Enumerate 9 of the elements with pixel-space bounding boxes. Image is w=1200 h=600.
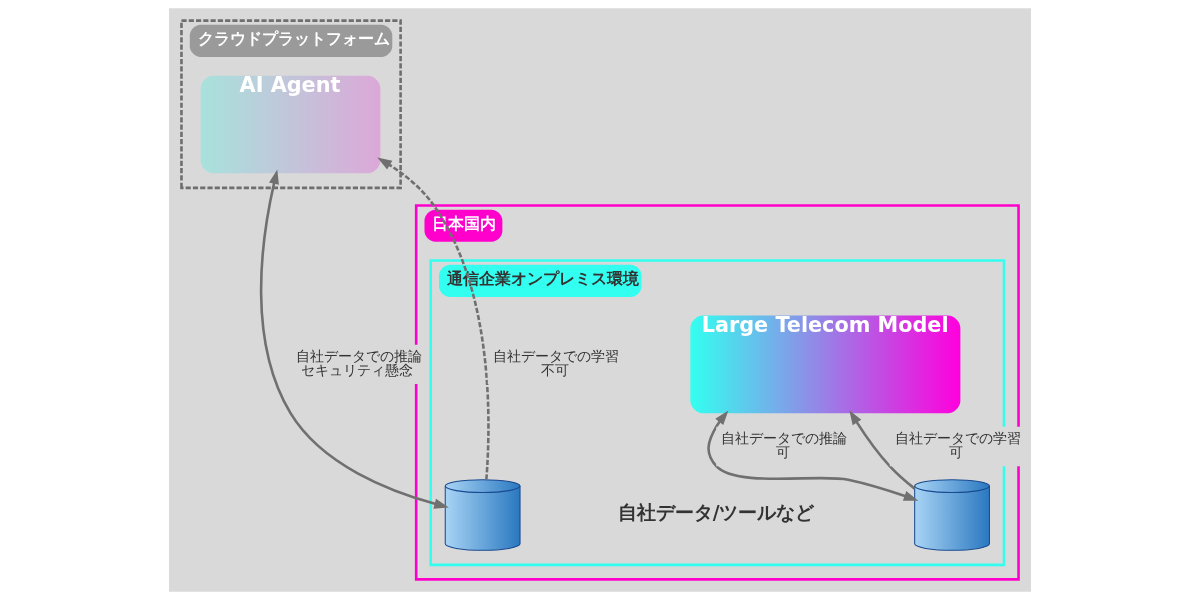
node-box: Large Telecom Model bbox=[690, 315, 961, 414]
node-box: AI Agent bbox=[200, 75, 381, 174]
edge-label: 自社データでの学習不可 bbox=[493, 347, 620, 379]
edge-label: 自社データでの推論可 bbox=[721, 429, 848, 461]
arrow bbox=[377, 157, 490, 480]
arrow bbox=[259, 169, 449, 509]
label: 自社データ/ツールなど bbox=[617, 501, 815, 523]
arrow bbox=[707, 410, 919, 501]
arrow bbox=[849, 410, 916, 490]
